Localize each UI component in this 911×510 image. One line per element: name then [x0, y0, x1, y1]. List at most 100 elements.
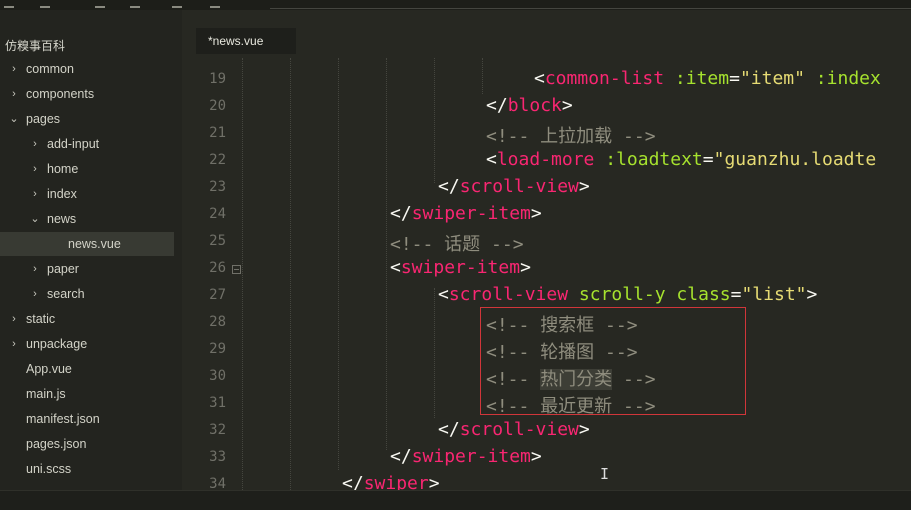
code-line[interactable]: </scroll-view> [438, 419, 590, 440]
code-token: scroll-view [459, 419, 579, 440]
code-token: :loadtext [594, 149, 703, 170]
line-number: 26 [209, 260, 226, 276]
code-editor[interactable]: 19 20 21 22 23 24 25 26 27 28 29 30 31 3… [182, 58, 911, 490]
code-token: "list" [741, 284, 807, 305]
menu-icon[interactable] [4, 0, 14, 8]
indent-guide [482, 58, 483, 94]
chevron-right-icon[interactable]: › [12, 63, 16, 75]
code-line[interactable]: <common-list :item="item" :index [534, 68, 881, 89]
tree-item-label: news.vue [68, 237, 121, 251]
code-token: swiper-item [400, 257, 521, 278]
code-token: </ [390, 203, 412, 224]
line-number: 23 [209, 179, 226, 195]
code-line[interactable]: </swiper-item> [390, 203, 542, 224]
code-line[interactable]: <swiper-item> [390, 257, 531, 278]
code-token: --> [612, 369, 656, 390]
tree-item-label: home [47, 162, 79, 176]
code-token: < [438, 284, 449, 305]
line-number: 27 [209, 287, 226, 303]
chevron-right-icon[interactable]: › [12, 313, 16, 325]
code-line[interactable]: </block> [486, 95, 573, 116]
toolbar-icon[interactable] [130, 0, 140, 8]
tree-item-manifest-json[interactable]: manifest.json [0, 407, 174, 431]
chevron-down-icon[interactable]: ⌄ [9, 113, 19, 125]
code-token: <!-- [486, 396, 541, 417]
chevron-right-icon[interactable]: › [33, 188, 37, 200]
chevron-right-icon[interactable]: › [33, 288, 37, 300]
chevron-right-icon[interactable]: › [33, 163, 37, 175]
toolbar-icon[interactable] [40, 0, 50, 8]
chevron-right-icon[interactable]: › [12, 338, 16, 350]
tree-item-search[interactable]: › search [0, 282, 174, 306]
code-token: < [534, 68, 545, 89]
code-line[interactable]: <!-- 最近更新 --> [486, 392, 656, 418]
code-token: scroll-y class [568, 284, 731, 305]
code-token: --> [594, 315, 638, 336]
code-line[interactable]: </swiper> [342, 473, 440, 490]
code-line[interactable]: </scroll-view> [438, 176, 590, 197]
chevron-right-icon[interactable]: › [33, 138, 37, 150]
settings-icon[interactable] [210, 0, 220, 8]
chevron-right-icon[interactable]: › [33, 263, 37, 275]
indent-guide [434, 58, 435, 183]
chevron-right-icon[interactable]: › [12, 88, 16, 100]
code-token: "guanzhu.loadte [713, 149, 877, 170]
code-line[interactable]: <scroll-view scroll-y class="list"> [438, 284, 817, 305]
code-line[interactable]: <!-- 话题 --> [390, 234, 524, 255]
code-token: > [578, 419, 590, 440]
line-number: 21 [209, 125, 226, 141]
tree-item-news[interactable]: ⌄ news [0, 207, 174, 231]
fold-toggle-icon[interactable] [232, 265, 241, 274]
tree-item-static[interactable]: › static [0, 307, 174, 331]
tree-item-common[interactable]: › common [0, 57, 174, 81]
tree-item-label: main.js [26, 387, 66, 401]
toolbar-icon[interactable] [95, 0, 105, 8]
line-number: 30 [209, 368, 226, 384]
code-line[interactable]: <!-- 搜索框 --> [486, 311, 638, 337]
code-line[interactable]: </swiper-item> [390, 446, 542, 467]
tree-item-label: common [26, 62, 74, 76]
tree-item-uni-scss[interactable]: uni.scss [0, 457, 174, 481]
tree-item-app-vue[interactable]: App.vue [0, 357, 174, 381]
line-number: 22 [209, 152, 226, 168]
tree-item-news-vue[interactable]: news.vue [0, 232, 174, 256]
indent-guide [242, 58, 243, 490]
tree-item-index[interactable]: › index [0, 182, 174, 206]
tree-item-unpackage[interactable]: › unpackage [0, 332, 174, 356]
chevron-down-icon[interactable]: ⌄ [30, 213, 40, 225]
code-line[interactable]: <!-- 热门分类 --> [486, 365, 656, 391]
code-token: :index [804, 68, 881, 89]
tree-item-pages[interactable]: ⌄ pages [0, 107, 174, 131]
line-number: 33 [209, 449, 226, 465]
code-token: scroll-view [448, 284, 569, 305]
project-root-label[interactable]: 仿糗事百科 [5, 39, 66, 53]
code-line[interactable]: <!-- 上拉加载 --> [486, 126, 656, 147]
status-bar [0, 490, 911, 510]
tab-news-vue[interactable]: *news.vue [196, 28, 296, 54]
tree-item-label: pages [26, 112, 61, 126]
code-token: <!-- [486, 315, 541, 336]
code-token: <!-- [486, 369, 541, 390]
tree-item-home[interactable]: › home [0, 157, 174, 181]
tree-item-add-input[interactable]: › add-input [0, 132, 174, 156]
tree-item-pages-json[interactable]: pages.json [0, 432, 174, 456]
tree-item-label: static [26, 312, 56, 326]
tree-item-label: search [47, 287, 85, 301]
code-token: = [729, 68, 740, 89]
code-line[interactable]: <load-more :loadtext="guanzhu.loadte [486, 149, 876, 170]
code-token: > [561, 95, 573, 116]
line-number: 19 [209, 71, 226, 87]
code-token: = [702, 149, 714, 170]
code-line[interactable]: <!-- 轮播图 --> [486, 338, 638, 364]
code-token: < [390, 257, 401, 278]
tree-item-components[interactable]: › components [0, 82, 174, 106]
indent-guide [338, 58, 339, 470]
tree-item-paper[interactable]: › paper [0, 257, 174, 281]
code-token: swiper-item [411, 446, 531, 467]
tree-item-label: paper [47, 262, 79, 276]
indent-guide [386, 58, 387, 450]
star-icon[interactable] [172, 0, 182, 8]
line-number: 20 [209, 98, 226, 114]
tree-item-main-js[interactable]: main.js [0, 382, 174, 406]
code-token: > [530, 446, 542, 467]
